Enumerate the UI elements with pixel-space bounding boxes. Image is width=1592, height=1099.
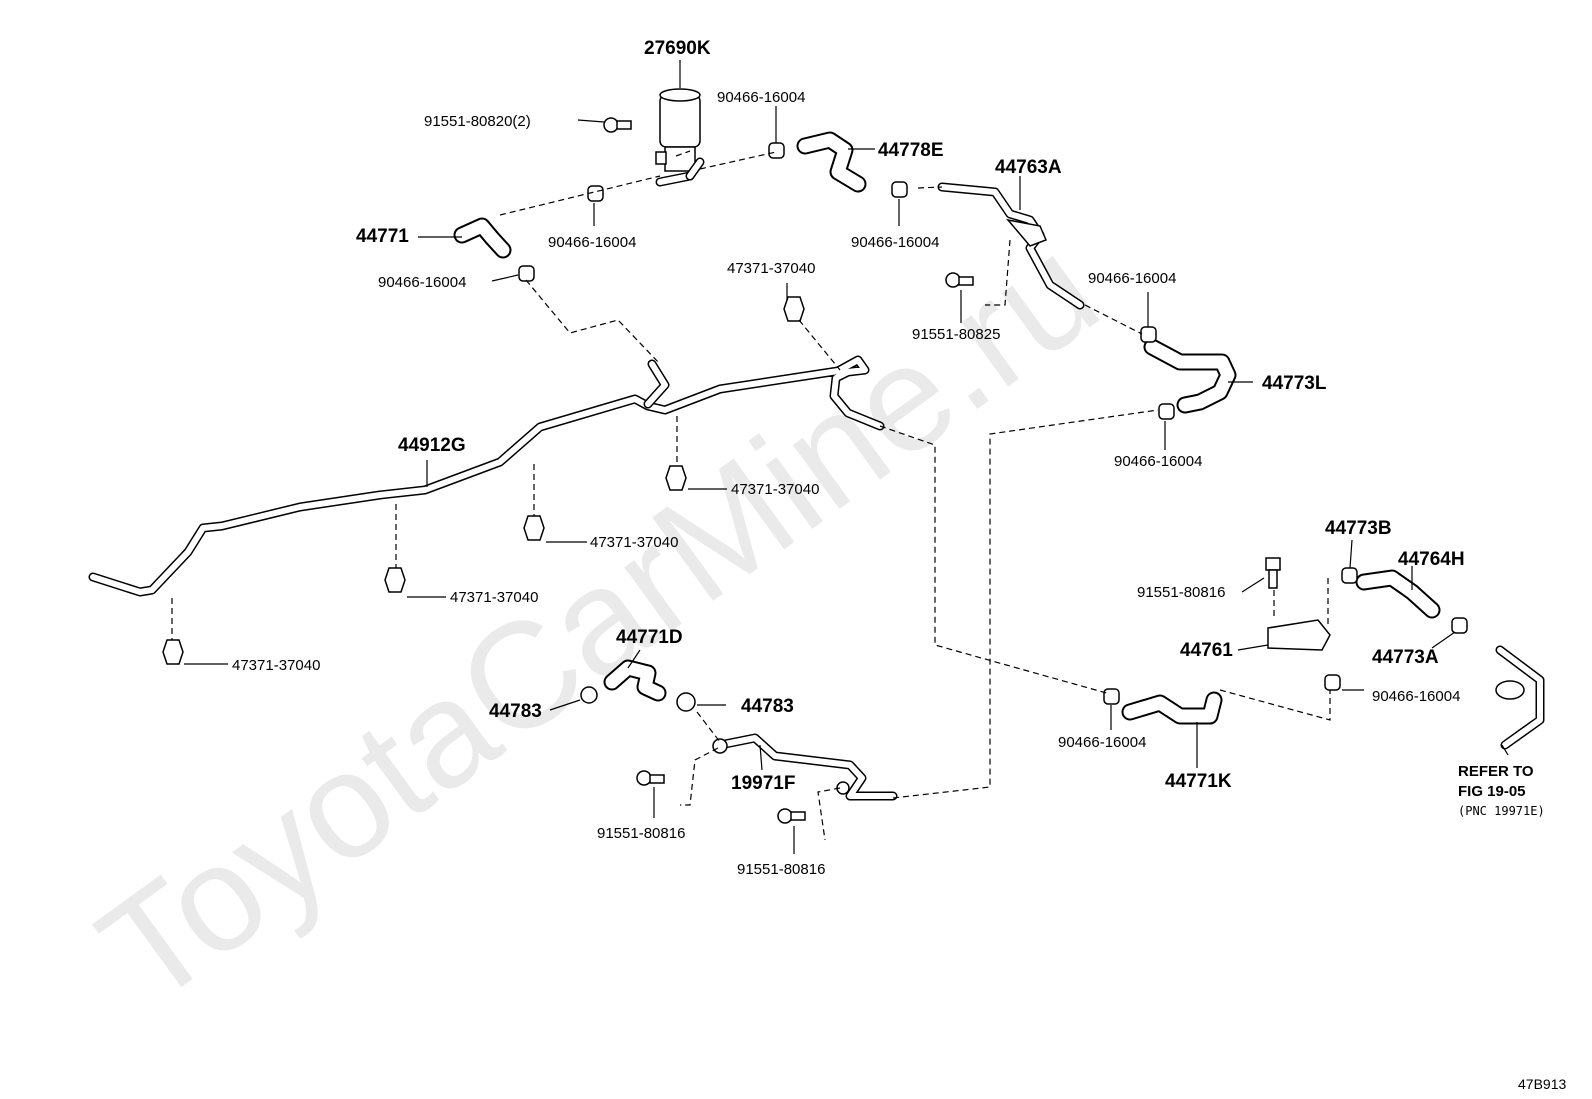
label-91551-80820: 91551-80820(2) (424, 113, 531, 130)
label-44912G: 44912G (398, 435, 466, 456)
reference-note-line1: REFER TO (1458, 763, 1534, 780)
vsv-27690K (655, 88, 705, 187)
label-19971F: 19971F (731, 773, 795, 794)
label-44764H: 44764H (1398, 549, 1465, 570)
label-44773B: 44773B (1325, 518, 1392, 539)
hose-44771D (603, 659, 667, 702)
label-44783: 44783 (741, 696, 794, 717)
reference-note-line2: FIG 19-05 (1458, 783, 1526, 800)
label-90466-16004: 90466-16004 (1114, 453, 1202, 470)
bracket-44761-icon (1267, 619, 1331, 651)
reference-note-line3: (PNC 19971E) (1458, 804, 1545, 818)
label-44761: 44761 (1180, 640, 1233, 661)
part-labels: 27690K 91551-80820(2) 90466-16004 44778E… (232, 38, 1566, 1092)
pipe-44912G (88, 355, 885, 597)
leader-lines (184, 60, 1509, 854)
clamp-90466-16004-icon (518, 142, 1468, 712)
label-91551-80816: 91551-80816 (597, 825, 685, 842)
label-44763A: 44763A (995, 157, 1062, 178)
label-44778E: 44778E (878, 140, 944, 161)
label-90466-16004: 90466-16004 (851, 234, 939, 251)
label-44773L: 44773L (1262, 373, 1327, 394)
label-47371-37040: 47371-37040 (731, 481, 819, 498)
dashed-links (171, 150, 1331, 841)
label-44771: 44771 (356, 226, 409, 247)
label-27690K: 27690K (644, 38, 711, 59)
hose-44771 (453, 217, 512, 259)
pipe-44763A (937, 182, 1085, 310)
label-47371-37040: 47371-37040 (727, 260, 815, 277)
label-90466-16004: 90466-16004 (1088, 270, 1176, 287)
label-90466-16004: 90466-16004 (548, 234, 636, 251)
label-44773A: 44773A (1372, 647, 1439, 668)
hose-44778E (796, 131, 867, 193)
label-44783: 44783 (489, 701, 542, 722)
label-47371-37040: 47371-37040 (450, 589, 538, 606)
hose-44764H (1355, 569, 1441, 619)
label-91551-80825: 91551-80825 (912, 326, 1000, 343)
pipe-19971F (712, 733, 898, 801)
hose-44773L (1143, 338, 1237, 414)
label-90466-16004: 90466-16004 (378, 274, 466, 291)
figure-code: 47B913 (1518, 1076, 1566, 1092)
label-47371-37040: 47371-37040 (232, 657, 320, 674)
label-90466-16004: 90466-16004 (1372, 688, 1460, 705)
label-91551-80816: 91551-80816 (1137, 584, 1225, 601)
bolt-icon (603, 117, 1281, 824)
label-44771D: 44771D (616, 627, 683, 648)
hose-44771K (1121, 691, 1223, 725)
label-90466-16004: 90466-16004 (1058, 734, 1146, 751)
pipe-clamp-47371-icon (162, 296, 805, 665)
label-91551-80816: 91551-80816 (737, 861, 825, 878)
label-90466-16004: 90466-16004 (717, 89, 805, 106)
label-47371-37040: 47371-37040 (590, 534, 678, 551)
label-44771K: 44771K (1165, 771, 1232, 792)
pipe-ref-19971E-icon (1495, 645, 1545, 750)
